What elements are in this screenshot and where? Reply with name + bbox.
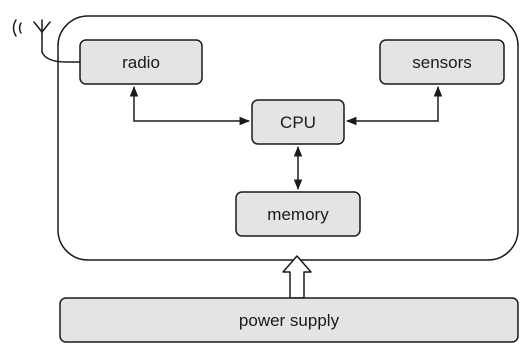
- power-arrow: [282, 255, 312, 299]
- radio-box: radio: [79, 39, 203, 85]
- power-supply-label: power supply: [239, 311, 340, 330]
- sensors-label: sensors: [412, 53, 472, 72]
- radio-label: radio: [122, 53, 160, 72]
- cpu-box: CPU: [251, 99, 345, 145]
- antenna-icon: [12, 19, 81, 63]
- memory-box: memory: [235, 191, 361, 237]
- memory-label: memory: [267, 205, 329, 224]
- sensors-box: sensors: [379, 39, 505, 85]
- sensors-cpu-connector: [345, 85, 443, 126]
- cpu-label: CPU: [280, 113, 316, 132]
- radio-cpu-connector: [129, 85, 251, 126]
- power-supply-box: power supply: [59, 297, 519, 343]
